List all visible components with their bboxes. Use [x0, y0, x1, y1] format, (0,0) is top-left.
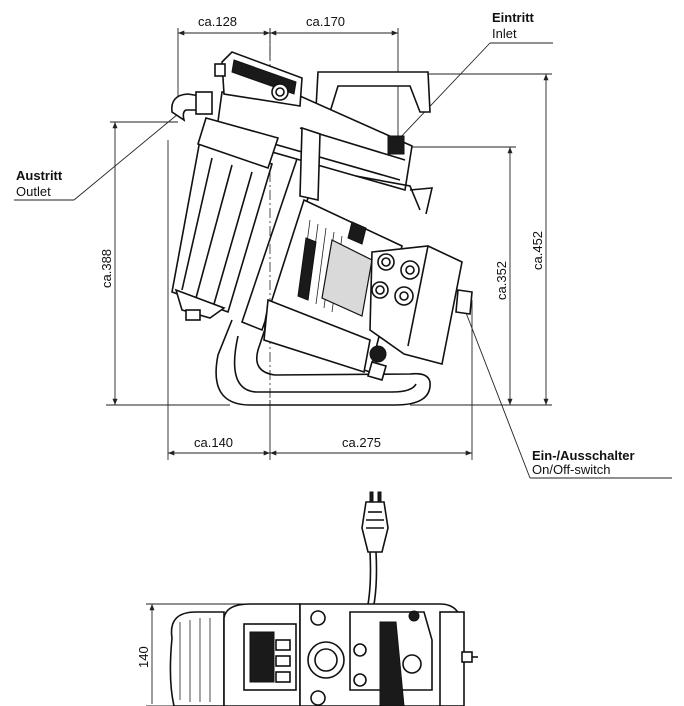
outlet-label-de: Austritt — [16, 168, 63, 183]
dim-bottom-right: ca.275 — [342, 435, 381, 450]
dim-left-height: ca.388 — [99, 249, 114, 288]
dim-top-view-width: 140 — [136, 646, 151, 668]
on-off-switch — [455, 289, 473, 315]
inlet-fitting — [387, 135, 405, 155]
dim-right-outer-height: ca.452 — [530, 231, 545, 270]
dim-top-left: ca.128 — [198, 14, 237, 29]
callout-outlet: Austritt Outlet — [14, 113, 179, 201]
pump-top-view: 140 — [136, 491, 478, 706]
inlet-label-en: Inlet — [492, 26, 517, 41]
outlet-label-en: Outlet — [16, 184, 51, 199]
pump-side-view — [171, 51, 473, 406]
power-plug — [361, 501, 389, 553]
filter-housing — [171, 138, 273, 314]
switch-label-en: On/Off-switch — [532, 462, 611, 477]
dim-bottom-left: ca.140 — [194, 435, 233, 450]
dim-right-inner-height: ca.352 — [494, 261, 509, 300]
callout-inlet: Eintritt Inlet — [397, 10, 553, 141]
center-port — [307, 641, 345, 679]
carry-handle — [315, 71, 431, 113]
inlet-label-de: Eintritt — [492, 10, 535, 25]
switch-label-de: Ein-/Ausschalter — [532, 448, 635, 463]
callout-switch: Ein-/Ausschalter On/Off-switch — [462, 304, 672, 479]
dim-top-right: ca.170 — [306, 14, 345, 29]
base-frame — [215, 319, 431, 406]
